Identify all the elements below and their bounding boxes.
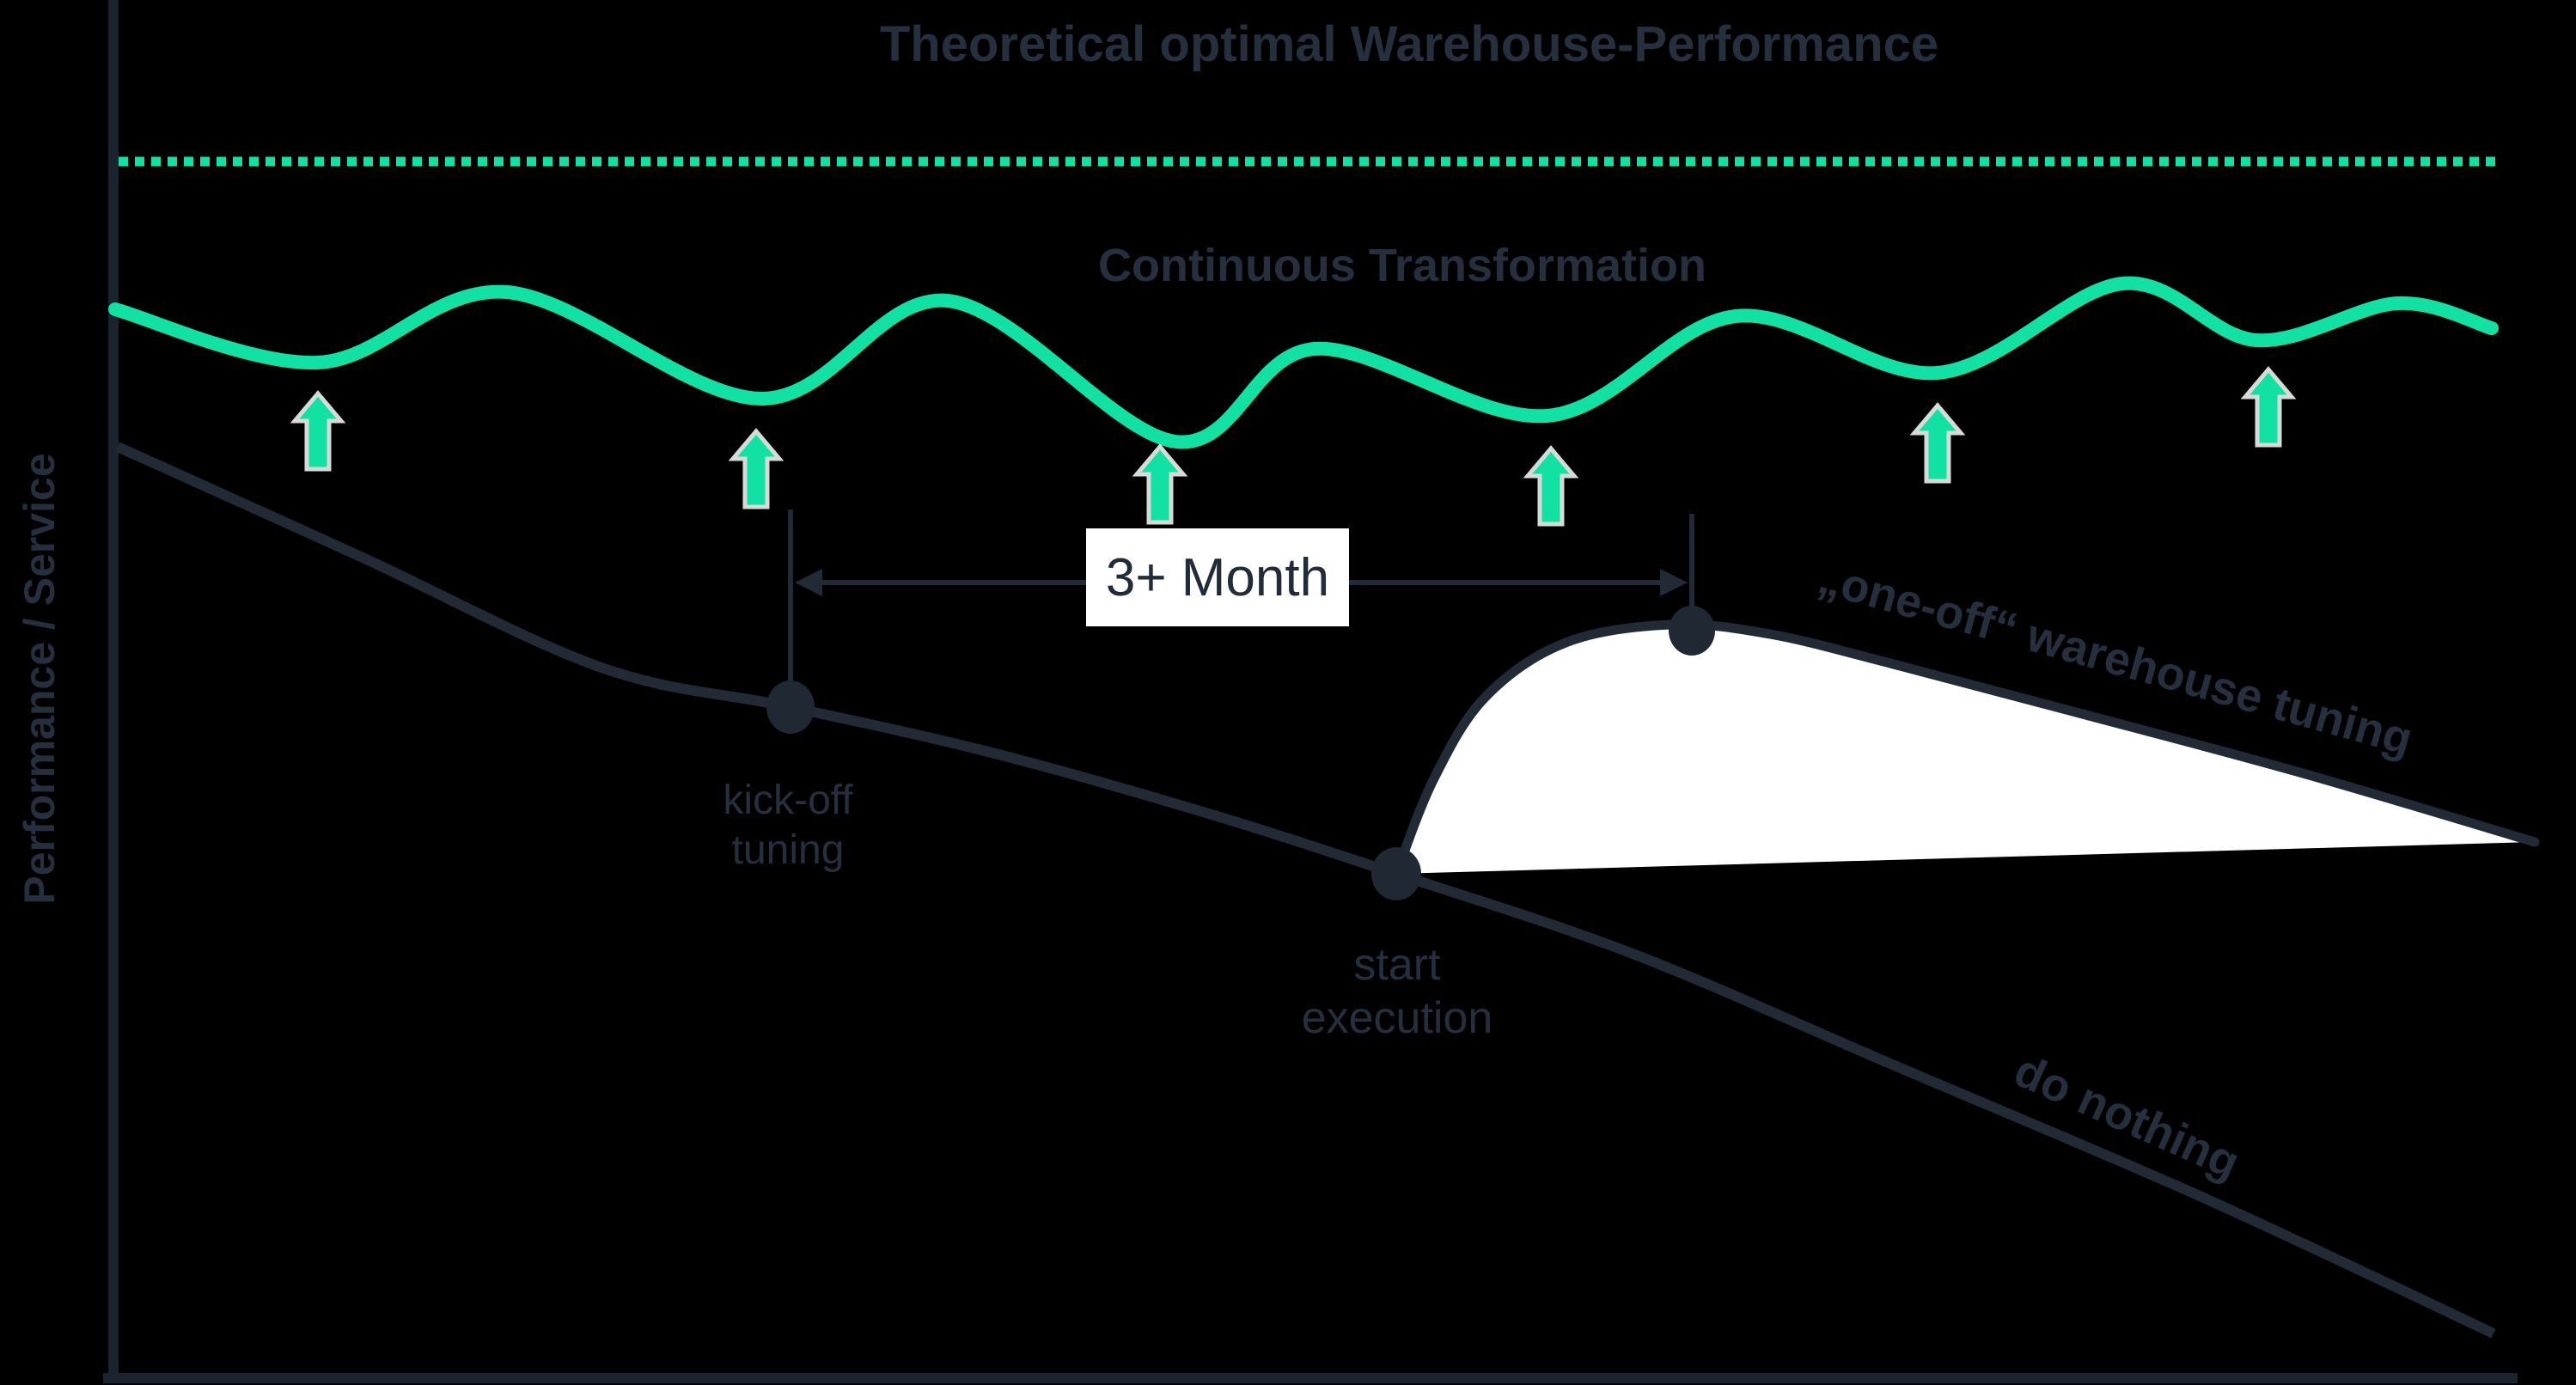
month-callout-box: 3+ Month	[1086, 528, 1349, 626]
chart-title: Theoretical optimal Warehouse-Performanc…	[879, 16, 1939, 72]
improvement-up-arrow-icon	[290, 390, 346, 472]
improvement-up-arrow-icon	[1909, 402, 1966, 484]
start-execution-label-line2: execution	[1301, 993, 1493, 1044]
start-execution-label-line1: start	[1353, 940, 1441, 990]
marker-dot-start-execution	[1371, 847, 1421, 900]
do-nothing-curve	[115, 442, 2496, 1339]
kick-off-tuning-label: kick-off tuning	[723, 776, 852, 875]
improvement-up-arrow-icon	[1132, 443, 1188, 525]
y-axis-label: Performance / Service	[15, 453, 64, 905]
measure-arrowhead-right-icon	[1660, 569, 1688, 596]
marker-dot-one-off-peak	[1669, 606, 1715, 656]
one-off-tuning-curve	[1391, 619, 2540, 879]
continuous-transformation-label: Continuous Transformation	[1098, 240, 1706, 291]
kick-off-tuning-label-line1: kick-off	[723, 778, 853, 823]
kick-off-tuning-label-line2: tuning	[731, 827, 845, 873]
one-off-benefit-area	[1396, 624, 2535, 874]
improvement-up-arrow-icon	[1523, 445, 1579, 527]
marker-dot-kick-off-tuning	[766, 680, 815, 734]
month-callout-text: 3+ Month	[1105, 547, 1330, 607]
improvement-up-arrow-icon	[2240, 366, 2297, 448]
improvement-up-arrow-icon	[728, 428, 784, 509]
continuous-transformation-curve	[108, 276, 2499, 449]
start-execution-label: start execution	[1302, 938, 1493, 1046]
y-axis-line	[108, 0, 119, 1382]
measure-arrowhead-left-icon	[795, 569, 822, 596]
x-axis-line	[103, 1373, 2518, 1383]
